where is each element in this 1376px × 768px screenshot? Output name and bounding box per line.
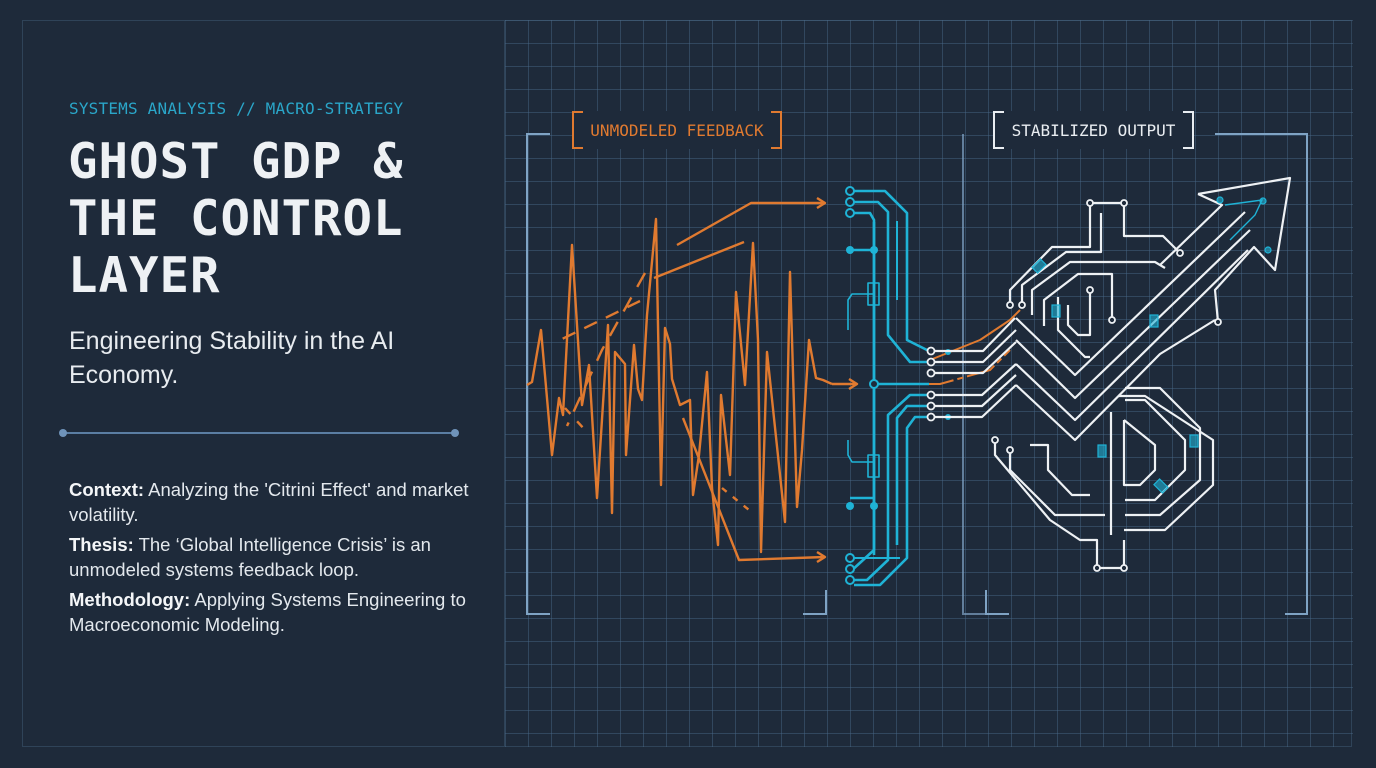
point-label: Methodology: bbox=[69, 589, 191, 610]
volatility-waveform-icon bbox=[526, 196, 1021, 564]
circuit-pad-icon bbox=[845, 186, 879, 585]
unmodeled-feedback-label: UNMODELED FEEDBACK bbox=[572, 111, 782, 149]
point-context: Context: Analyzing the 'Citrini Effect' … bbox=[69, 477, 469, 527]
key-points: Context: Analyzing the 'Citrini Effect' … bbox=[69, 477, 469, 642]
page-title: GHOST GDP & THE CONTROL LAYER bbox=[68, 133, 404, 304]
arrow-inner-trace-icon bbox=[1224, 199, 1264, 241]
subtitle: Engineering Stability in the AI Economy. bbox=[69, 327, 395, 389]
circuit-node-icon bbox=[846, 246, 951, 510]
control-layer-circuit-icon bbox=[847, 189, 930, 587]
divider-endpoint-icon bbox=[59, 429, 67, 437]
point-label: Context: bbox=[69, 479, 145, 500]
point-text: The ‘Global Intelligence Crisis’ is an u… bbox=[69, 534, 431, 580]
point-text: Analyzing the 'Citrini Effect' and marke… bbox=[69, 479, 469, 525]
stabilized-output-icon bbox=[931, 176, 1292, 570]
point-text: Applying Systems Engineering to Macroeco… bbox=[69, 589, 466, 635]
output-pad-icon bbox=[926, 199, 1222, 572]
divider bbox=[59, 429, 459, 437]
stabilized-output-label: STABILIZED OUTPUT bbox=[993, 111, 1194, 149]
point-label: Thesis: bbox=[69, 534, 134, 555]
point-methodology: Methodology: Applying Systems Engineerin… bbox=[69, 587, 469, 637]
point-thesis: Thesis: The ‘Global Intelligence Crisis’… bbox=[69, 532, 469, 582]
eyebrow-label: SYSTEMS ANALYSIS // MACRO-STRATEGY bbox=[69, 99, 404, 118]
divider-endpoint-icon bbox=[451, 429, 459, 437]
component-icon bbox=[1031, 196, 1272, 494]
outer-frame bbox=[22, 20, 1352, 747]
panel-frame-icon bbox=[526, 133, 1308, 615]
